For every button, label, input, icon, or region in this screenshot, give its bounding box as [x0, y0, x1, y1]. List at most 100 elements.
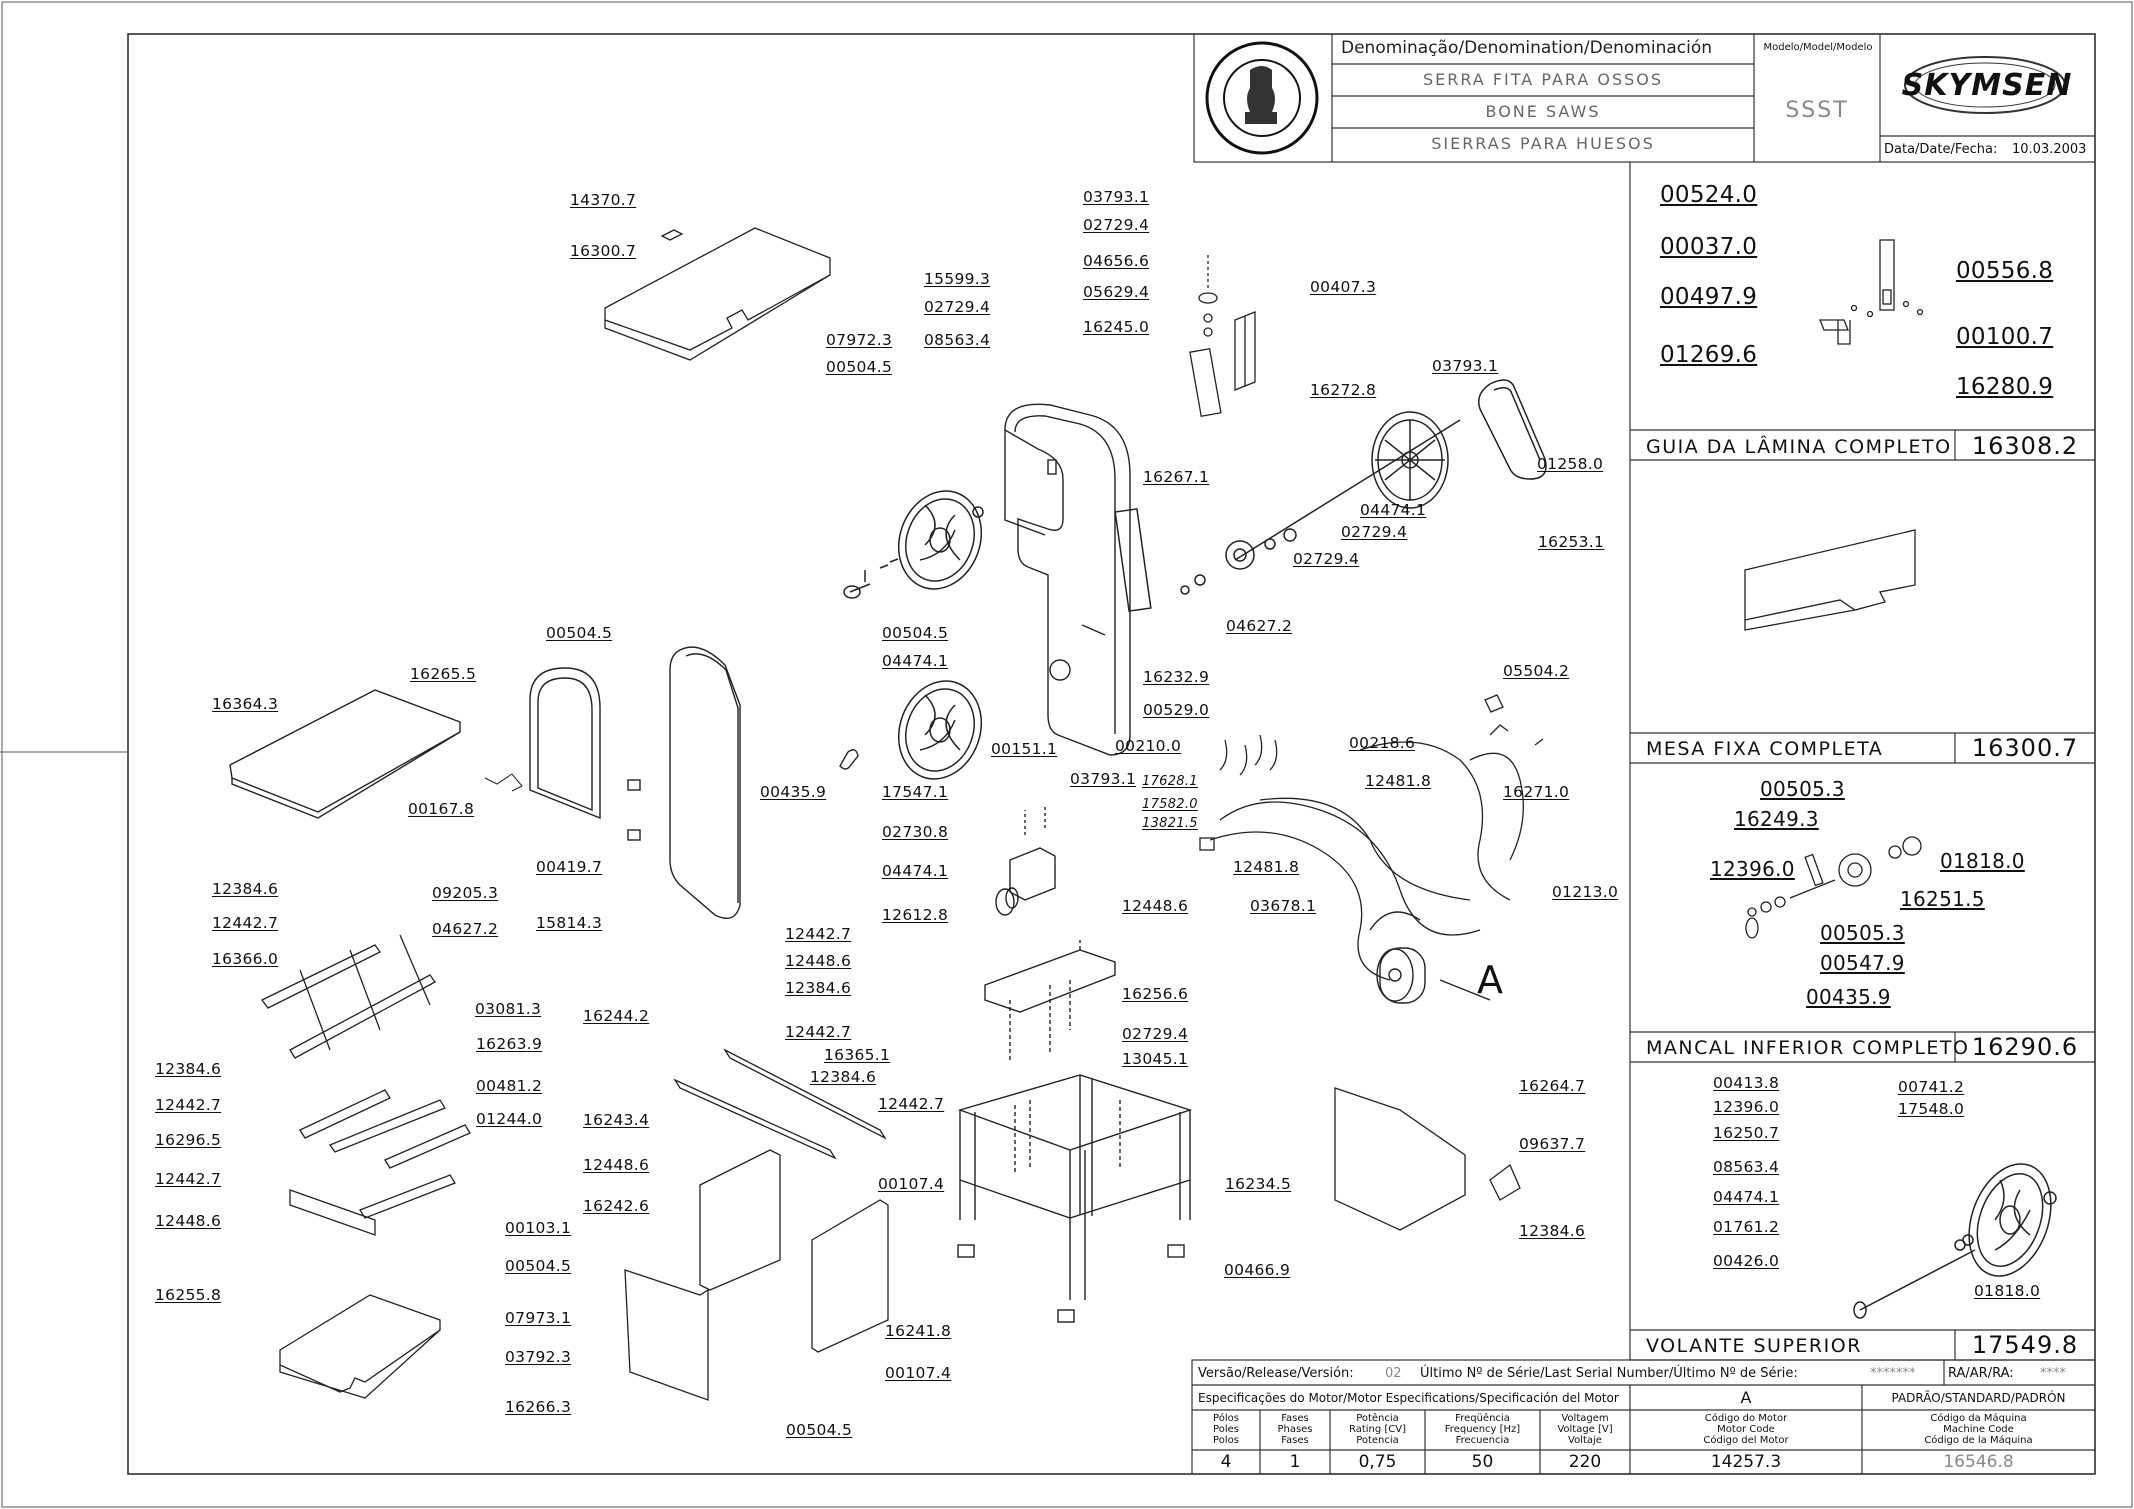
part-label: 03678.1 — [1250, 897, 1317, 915]
assembly-code: 17549.8 — [1971, 1331, 2079, 1359]
part-label: 00524.0 — [1660, 182, 1758, 208]
part-label: 16271.0 — [1503, 783, 1570, 801]
part-label: 00504.5 — [505, 1257, 572, 1275]
serial-value: ******* — [1870, 1366, 1916, 1381]
part-label: 16266.3 — [505, 1398, 572, 1416]
part-label: 02729.4 — [1341, 523, 1408, 541]
part-label: 00466.9 — [1224, 1261, 1291, 1279]
part-label: 00210.0 — [1115, 737, 1182, 755]
part-label: 12384.6 — [212, 880, 279, 898]
part-label: 00547.9 — [1820, 951, 1905, 975]
authorized-service-seal — [1205, 41, 1319, 155]
frequency-value: 50 — [1471, 1452, 1494, 1472]
ra-label: RA/AR/RA: — [1948, 1366, 2014, 1381]
part-label: 02729.4 — [1122, 1025, 1189, 1043]
part-label: 12448.6 — [155, 1212, 222, 1230]
model-code: SSST — [1785, 98, 1849, 123]
part-label: 00504.5 — [882, 624, 949, 642]
part-label: 03793.1 — [1432, 357, 1499, 375]
base-rails-left — [261, 934, 471, 1399]
part-label: 16234.5 — [1225, 1175, 1292, 1193]
part-label: 01269.6 — [1660, 342, 1758, 368]
stand-frame — [957, 1074, 1193, 1323]
col-voltage: Voltagem Voltage [V] Voltaje — [1557, 1413, 1613, 1446]
col-frequency: Freqüência Frequency [Hz] Frecuencia — [1444, 1413, 1521, 1446]
part-label: 00497.9 — [1660, 284, 1758, 310]
part-label: 16251.5 — [1900, 887, 1985, 911]
lower-bearing-drawing — [1745, 836, 1922, 939]
saw-frame — [1004, 403, 1131, 756]
assembly-code: 16300.7 — [1971, 734, 2079, 762]
fixed-table-drawing — [1744, 529, 1916, 631]
part-label: 17547.1 — [882, 783, 949, 801]
part-label: 09637.7 — [1519, 1135, 1586, 1153]
upper-guide-assembly — [1189, 255, 1256, 417]
part-label: 03081.3 — [475, 1000, 542, 1018]
part-label: 05629.4 — [1083, 283, 1150, 301]
voltage-value: 220 — [1568, 1452, 1602, 1472]
footer-table — [1191, 1359, 2096, 1475]
part-label: 16241.8 — [885, 1322, 952, 1340]
date-value: 10.03.2003 — [2012, 142, 2087, 157]
part-label: 12481.8 — [1233, 858, 1300, 876]
ra-value: **** — [2040, 1366, 2066, 1381]
part-label: 04474.1 — [1713, 1188, 1780, 1206]
part-label: 02729.4 — [1293, 550, 1360, 568]
part-label: 12442.7 — [212, 914, 279, 932]
part-label: 01258.0 — [1537, 455, 1604, 473]
part-label: 16366.0 — [212, 950, 279, 968]
part-label: 16264.7 — [1519, 1077, 1586, 1095]
part-label: 16300.7 — [570, 242, 637, 260]
part-label: 00107.4 — [878, 1175, 945, 1193]
part-label: 04627.2 — [432, 920, 499, 938]
part-label: 17582.0 — [1142, 797, 1198, 812]
part-label: 16245.0 — [1083, 318, 1150, 336]
title-block — [1193, 33, 2096, 163]
part-label: 12442.7 — [155, 1096, 222, 1114]
brand-logo: SKYMSEN — [1901, 68, 2073, 103]
assembly-code: 16308.2 — [1971, 432, 2079, 460]
assembly-title: VOLANTE SUPERIOR — [1646, 1335, 1862, 1357]
part-label: 12384.6 — [155, 1060, 222, 1078]
part-label: 00103.1 — [505, 1219, 572, 1237]
skymsen-logo-swoosh — [1904, 56, 2066, 114]
name-es: SIERRAS PARA HUESOS — [1431, 134, 1655, 153]
model-label: Modelo/Model/Modelo — [1763, 42, 1873, 53]
part-label: 16365.1 — [824, 1046, 891, 1064]
part-label: 02730.8 — [882, 823, 949, 841]
part-label: 16263.9 — [476, 1035, 543, 1053]
part-label: 04474.1 — [1360, 501, 1427, 519]
part-label: 08563.4 — [924, 331, 991, 349]
part-label: 00504.5 — [546, 624, 613, 642]
part-label: 00505.3 — [1820, 921, 1905, 945]
part-label: 00505.3 — [1760, 777, 1845, 801]
part-label: 16244.2 — [583, 1007, 650, 1025]
upper-flywheel-drawing — [1853, 1163, 2057, 1319]
poles-value: 4 — [1220, 1452, 1232, 1472]
upper-wheel — [843, 490, 984, 599]
part-label: 00218.6 — [1349, 734, 1416, 752]
part-label: 12442.7 — [785, 925, 852, 943]
col-rating: Potência Rating [CV] Potencia — [1348, 1413, 1407, 1446]
part-label: 00741.2 — [1898, 1078, 1965, 1096]
part-label: 12442.7 — [878, 1095, 945, 1113]
part-label: 13045.1 — [1122, 1050, 1189, 1068]
electrical-harness — [1199, 694, 1544, 1001]
part-label: 00037.0 — [1660, 234, 1758, 260]
part-label: 16272.8 — [1310, 381, 1377, 399]
part-label: 12384.6 — [785, 979, 852, 997]
part-label: 01818.0 — [1974, 1282, 2041, 1300]
assembly-title: MANCAL INFERIOR COMPLETO — [1646, 1037, 1970, 1059]
part-label: 03793.1 — [1070, 770, 1137, 788]
part-label: 12384.6 — [810, 1068, 877, 1086]
part-label: 16255.8 — [155, 1286, 222, 1304]
top-table — [604, 227, 831, 361]
part-label: 02729.4 — [924, 298, 991, 316]
part-label: 12384.6 — [1519, 1222, 1586, 1240]
part-label: 16256.6 — [1122, 985, 1189, 1003]
part-label: 12396.0 — [1713, 1098, 1780, 1116]
part-label: 00413.8 — [1713, 1074, 1780, 1092]
rating-value: 0,75 — [1358, 1452, 1397, 1472]
part-label: 00151.1 — [991, 740, 1058, 758]
col-phases: Fases Phases Fases — [1277, 1413, 1313, 1446]
